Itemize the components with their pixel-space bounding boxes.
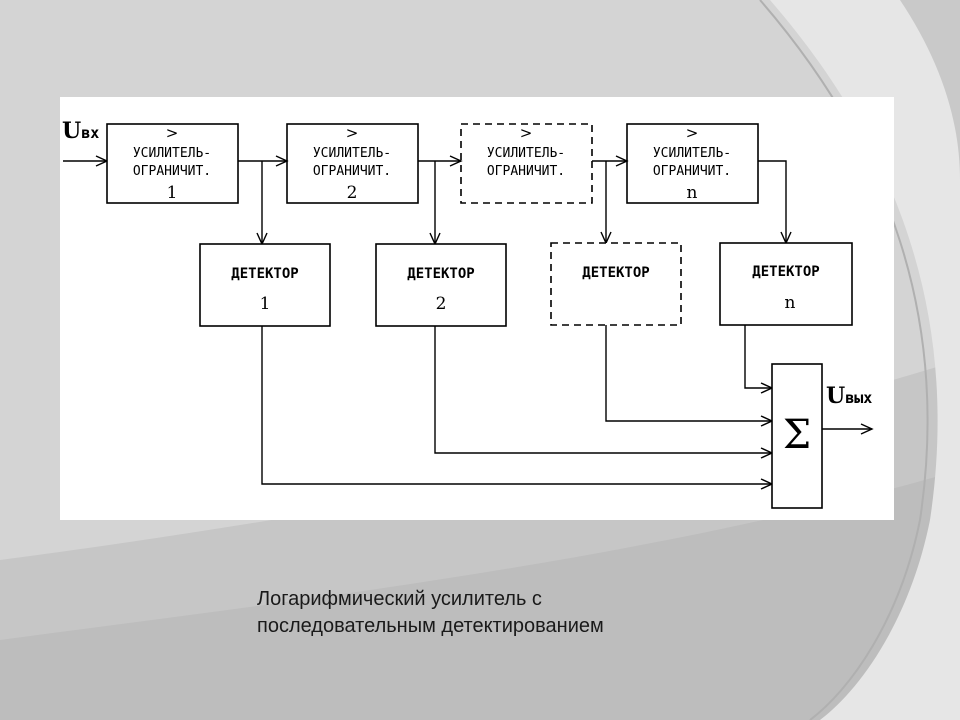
detector-block-1: ДЕТЕКТОР 1 xyxy=(199,243,331,327)
detector-number: 1 xyxy=(260,294,271,314)
amplifier-block-2: > УСИЛИТЕЛЬ- ОГРАНИЧИТ. 2 xyxy=(286,123,419,204)
amp-label-line1: УСИЛИТЕЛЬ- xyxy=(313,146,391,161)
amplifier-block-n: > УСИЛИТЕЛЬ- ОГРАНИЧИТ. n xyxy=(626,123,759,204)
amp-number: n xyxy=(687,183,698,203)
amp-number: 1 xyxy=(167,183,178,203)
amp-label-line1: УСИЛИТЕЛЬ- xyxy=(133,146,211,161)
detector-label: ДЕТЕКТОР xyxy=(407,266,474,282)
output-arrowhead xyxy=(860,423,874,435)
caption-line-1: Логарифмический усилитель с xyxy=(257,588,542,610)
amp-symbol: > xyxy=(520,124,533,142)
amp-label-line1: УСИЛИТЕЛЬ- xyxy=(653,146,731,161)
amp-label-line2: ОГРАНИЧИТ. xyxy=(133,164,211,179)
amp-symbol: > xyxy=(686,124,699,142)
caption-line-2: последовательным детектированием xyxy=(257,615,604,637)
input-label: Uвх xyxy=(62,118,99,144)
detector-block-intermediate: ДЕТЕКТОР xyxy=(550,242,682,326)
amplifier-block-1: > УСИЛИТЕЛЬ- ОГРАНИЧИТ. 1 xyxy=(106,123,239,204)
detector-number: n xyxy=(785,293,796,313)
sigma-symbol: Σ xyxy=(783,412,811,458)
slide-caption: Логарифмический усилитель с последовател… xyxy=(257,586,777,640)
amp-symbol: > xyxy=(166,124,179,142)
detector-number: 2 xyxy=(436,294,447,314)
detector-label: ДЕТЕКТОР xyxy=(582,265,649,281)
detector-label: ДЕТЕКТОР xyxy=(752,264,819,280)
amp-label-line2: ОГРАНИЧИТ. xyxy=(487,164,565,179)
detector-tap-wires xyxy=(256,160,792,246)
amp-label-line1: УСИЛИТЕЛЬ- xyxy=(487,146,565,161)
amp-label-line2: ОГРАНИЧИТ. xyxy=(313,164,391,179)
detector-block-n: ДЕТЕКТОР n xyxy=(719,242,853,326)
amp-symbol: > xyxy=(346,124,359,142)
summer-block: Σ xyxy=(771,363,823,509)
output-label: Uвых xyxy=(826,383,872,409)
detector-label: ДЕТЕКТОР xyxy=(231,266,298,282)
amplifier-block-intermediate: > УСИЛИТЕЛЬ- ОГРАНИЧИТ. xyxy=(460,123,593,204)
amp-label-line2: ОГРАНИЧИТ. xyxy=(653,164,731,179)
detector-block-2: ДЕТЕКТОР 2 xyxy=(375,243,507,327)
amp-number: 2 xyxy=(347,183,358,203)
summer-input-wires xyxy=(261,325,774,490)
